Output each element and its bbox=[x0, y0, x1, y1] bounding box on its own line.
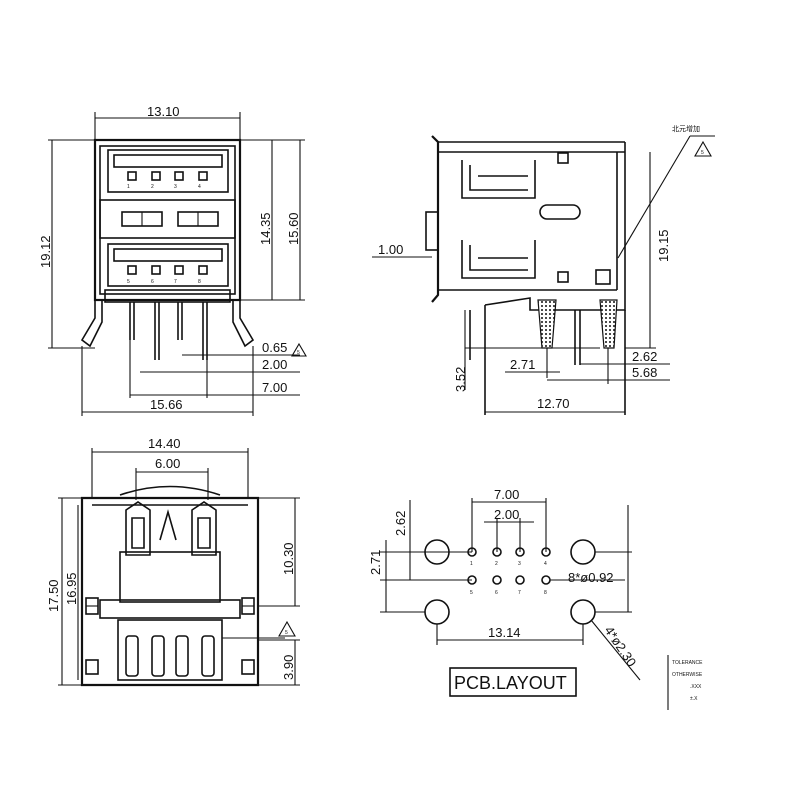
dim-leg-height: 3.52 bbox=[453, 367, 468, 392]
dim-pitch-wide: 7.00 bbox=[494, 487, 519, 502]
dim-pin-b: 2.00 bbox=[262, 357, 287, 372]
side-chinese-note: 北元增加 bbox=[672, 124, 700, 133]
dim-row-gap: 2.71 bbox=[368, 550, 383, 575]
dim-top-height-inner: 16.95 bbox=[64, 572, 79, 605]
pcb-pin-7: 7 bbox=[518, 590, 521, 596]
front-pin-5: 5 bbox=[127, 279, 130, 285]
dim-pin-a: 0.65 bbox=[262, 340, 287, 355]
dim-pitch-narrow: 2.00 bbox=[494, 507, 519, 522]
dim-top-inner: 6.00 bbox=[155, 456, 180, 471]
front-pin-7: 7 bbox=[174, 279, 177, 285]
front-pin-8: 8 bbox=[198, 279, 201, 285]
front-pin-3: 3 bbox=[174, 184, 177, 190]
pcb-layout: 7.00 2.00 1 2 3 4 5 6 7 8 2 bbox=[368, 487, 641, 697]
front-pin-6: 6 bbox=[151, 279, 154, 285]
dim-depth: 12.70 bbox=[537, 396, 570, 411]
front-pin-1: 1 bbox=[127, 184, 130, 190]
tolerance-line-3: .XXX bbox=[690, 684, 702, 690]
dim-thickness: 1.00 bbox=[378, 242, 403, 257]
dim-large-holes: 4*ø2.30 bbox=[602, 623, 640, 669]
dim-side-b: 2.62 bbox=[632, 349, 657, 364]
dim-width-bottom: 15.66 bbox=[150, 397, 183, 412]
front-view: 13.10 19.12 1 2 3 4 5 6 7 bbox=[38, 104, 307, 416]
dim-pin-c: 7.00 bbox=[262, 380, 287, 395]
side-view: 1.00 19.15 北元增加 5 3.52 2.71 2.62 5.68 12… bbox=[372, 124, 715, 415]
dim-height-body: 15.60 bbox=[286, 212, 301, 245]
dim-top-width: 14.40 bbox=[148, 436, 181, 451]
dim-height-overall: 19.12 bbox=[38, 235, 53, 268]
front-pin-4: 4 bbox=[198, 184, 201, 190]
pcb-layout-title: PCB.LAYOUT bbox=[454, 673, 567, 693]
side-note-mark: 5 bbox=[701, 150, 704, 156]
tolerance-line-4: ±.X bbox=[690, 696, 698, 702]
pcb-pin-8: 8 bbox=[544, 590, 547, 596]
dim-height-inner: 14.35 bbox=[258, 212, 273, 245]
pcb-pin-5: 5 bbox=[470, 590, 473, 596]
top-view: 14.40 6.00 17.50 bbox=[46, 436, 300, 687]
front-note-mark: 5 bbox=[297, 350, 300, 356]
top-note-mark: 5 bbox=[285, 630, 288, 636]
dim-side-c: 5.68 bbox=[632, 365, 657, 380]
dim-top-height-mid: 10.30 bbox=[281, 542, 296, 575]
tolerance-line-2: OTHERWISE bbox=[672, 672, 703, 678]
pcb-pin-3: 3 bbox=[518, 561, 521, 567]
dim-row-offset: 2.62 bbox=[393, 511, 408, 536]
pcb-pin-6: 6 bbox=[495, 590, 498, 596]
pcb-pin-4: 4 bbox=[544, 561, 547, 567]
dim-span: 13.14 bbox=[488, 625, 521, 640]
tolerance-block: TOLERANCE OTHERWISE .XXX ±.X bbox=[667, 655, 703, 710]
dim-side-a: 2.71 bbox=[510, 357, 535, 372]
pcb-pin-2: 2 bbox=[495, 561, 498, 567]
pcb-pin-1: 1 bbox=[470, 561, 473, 567]
front-pin-2: 2 bbox=[151, 184, 154, 190]
dim-top-height-low: 3.90 bbox=[281, 655, 296, 680]
dim-small-holes: 8*ø0.92 bbox=[568, 570, 614, 585]
tolerance-line-1: TOLERANCE bbox=[672, 660, 703, 666]
dim-side-height: 19.15 bbox=[656, 229, 671, 262]
dim-width-top: 13.10 bbox=[147, 104, 180, 119]
dim-top-height-overall: 17.50 bbox=[46, 579, 61, 612]
